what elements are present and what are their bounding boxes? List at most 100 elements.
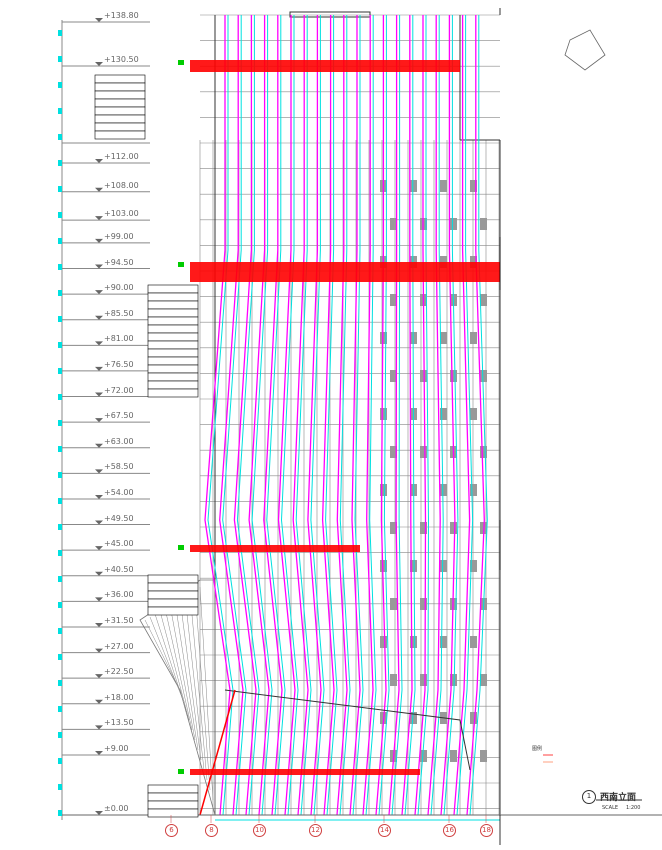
scale-value: 1:200 (626, 805, 641, 811)
level-label: +49.50 (104, 513, 134, 523)
fin-line (307, 15, 322, 816)
window-panel (380, 484, 387, 496)
window-panel (390, 446, 397, 458)
border-tick (58, 472, 62, 478)
annotation-row (147, 300, 199, 310)
annotation-row (94, 82, 146, 92)
level-triangle-icon (95, 366, 103, 371)
annotation-row (147, 356, 199, 366)
window-panel (440, 408, 447, 420)
sloped-canopy-edge (224, 689, 471, 771)
level-label: +99.00 (104, 231, 134, 241)
annotation-row (147, 292, 199, 302)
level-triangle-icon (95, 750, 103, 755)
canopy-rib (164, 607, 193, 731)
grid-axis-16: 16 (443, 824, 456, 837)
green-marker (178, 60, 184, 65)
annotation-row (147, 364, 199, 374)
fin-line (277, 15, 296, 816)
level-triangle-icon (95, 622, 103, 627)
window-panel (470, 408, 477, 420)
level-label: +13.50 (104, 718, 134, 728)
annotation-row (147, 598, 199, 608)
window-panel (390, 522, 397, 534)
window-panel (470, 484, 477, 496)
fin-frame-line (266, 15, 286, 816)
canopy-rib (184, 595, 205, 771)
annotation-row (147, 332, 199, 342)
level-triangle-icon (95, 443, 103, 448)
fin-frame-line (310, 15, 325, 816)
border-tick (58, 732, 62, 738)
window-panel (480, 294, 487, 306)
canopy-rib (174, 601, 199, 751)
canopy-rib (159, 610, 190, 721)
border-tick (58, 160, 62, 166)
level-label: +18.00 (104, 692, 134, 702)
border-tick (58, 212, 62, 218)
border-tick (58, 628, 62, 634)
annotation-row (94, 74, 146, 84)
fin-frame-line (456, 15, 474, 816)
legend-title: 图例 (532, 746, 543, 752)
level-triangle-icon (95, 469, 103, 474)
canopy-rib (149, 616, 184, 701)
canopy-rib (154, 613, 187, 711)
red-band (190, 769, 420, 775)
level-label: +54.00 (104, 487, 134, 497)
border-tick (58, 186, 62, 192)
annotation-row (147, 316, 199, 326)
level-label: +94.50 (104, 257, 134, 267)
level-label: +112.00 (104, 152, 139, 161)
fin-frame-line (222, 15, 247, 816)
level-label: +27.00 (104, 641, 134, 651)
level-triangle-icon (95, 238, 103, 243)
annotation-row (147, 380, 199, 390)
fin-frame-line (251, 15, 273, 816)
border-tick (58, 420, 62, 426)
green-marker (178, 262, 184, 267)
window-panel (440, 332, 447, 344)
level-label: +9.00 (104, 743, 129, 753)
green-marker (178, 545, 184, 550)
grid-axis-14: 14 (378, 824, 391, 837)
window-panel (420, 750, 427, 762)
border-tick (58, 264, 62, 270)
annotation-row (147, 340, 199, 350)
scale-label: SCALE (602, 805, 619, 811)
border-tick (58, 316, 62, 322)
fin-frame-line (325, 15, 338, 816)
fin-line (233, 15, 257, 816)
window-panel (480, 446, 487, 458)
window-panel (390, 218, 397, 230)
annotation-row (94, 98, 146, 108)
level-label: +45.00 (104, 539, 134, 549)
drawing-number: 1 (582, 790, 596, 804)
annotation-row (94, 90, 146, 100)
red-band (190, 262, 500, 282)
drawing-title: 西南立面 (600, 793, 637, 803)
level-triangle-icon (95, 62, 103, 66)
window-panel (470, 712, 477, 724)
fin-line (466, 15, 485, 816)
level-triangle-icon (95, 699, 103, 704)
window-panel (440, 636, 447, 648)
level-triangle-icon (95, 520, 103, 525)
annotation-row (147, 606, 199, 616)
window-panel (480, 750, 487, 762)
window-panel (470, 180, 477, 192)
level-label: ±0.00 (104, 804, 129, 813)
level-triangle-icon (95, 546, 103, 551)
annotation-row (147, 284, 199, 294)
window-panel (380, 332, 387, 344)
level-triangle-icon (95, 341, 103, 346)
fin-line (204, 15, 231, 816)
border-tick (58, 576, 62, 582)
window-panel (420, 674, 427, 686)
annotation-row (94, 114, 146, 124)
level-triangle-icon (95, 187, 103, 192)
window-panel (440, 180, 447, 192)
window-panel (450, 522, 457, 534)
window-panel (450, 750, 457, 762)
window-panel (420, 522, 427, 534)
